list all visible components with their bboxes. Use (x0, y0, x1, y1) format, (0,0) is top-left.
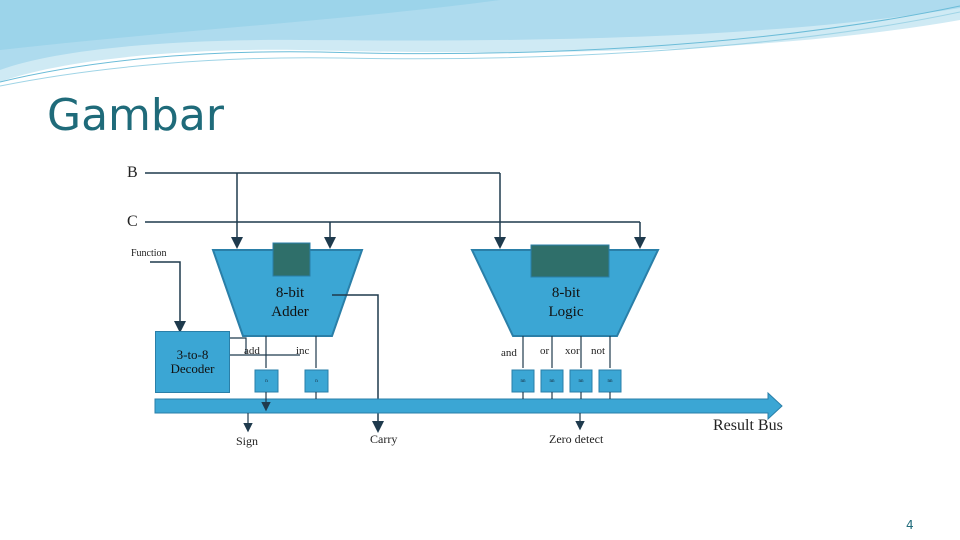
result-bus-label: Result Bus (713, 417, 783, 434)
function-input-label: Function (131, 248, 167, 259)
xor-label: xor (565, 345, 580, 357)
decoder-out-top (230, 337, 247, 354)
inc-label: inc (296, 345, 310, 357)
page-number: 4 (906, 518, 914, 532)
carry-label: Carry (370, 432, 398, 446)
adder-register (272, 242, 311, 277)
result-bus (154, 391, 783, 421)
inc-register-text: n (315, 378, 318, 384)
xor-register-text: nn (578, 378, 584, 384)
header-wave-decoration (0, 0, 960, 87)
adder-unit (211, 249, 364, 337)
sign-label: Sign (236, 434, 259, 448)
adder-label-line2: Adder (271, 304, 309, 320)
logic-label-line2: Logic (548, 304, 584, 320)
add-label: add (244, 345, 260, 357)
c-input-label: C (127, 213, 138, 230)
logic-label: 8-bit Logic (526, 284, 606, 322)
and-register-text: nn (520, 378, 526, 384)
carry-wire (332, 294, 384, 433)
and-label: and (501, 347, 517, 359)
logic-register (530, 244, 610, 278)
not-label: not (591, 345, 606, 357)
zero-detect-label: Zero detect (549, 432, 604, 446)
b-input-label: B (127, 164, 138, 181)
or-label: or (540, 345, 550, 357)
not-register-text: nn (607, 378, 613, 384)
adder-label-line1: 8-bit (275, 285, 305, 301)
decoder-box: 3-to-8 Decoder (155, 331, 230, 393)
logic-label-line1: 8-bit (551, 285, 581, 301)
add-register-text: n (265, 378, 268, 384)
adder-label: 8-bit Adder (250, 284, 330, 322)
or-register-text: nn (549, 378, 555, 384)
slide-title: Gambar (47, 90, 224, 141)
function-wire (150, 261, 186, 333)
